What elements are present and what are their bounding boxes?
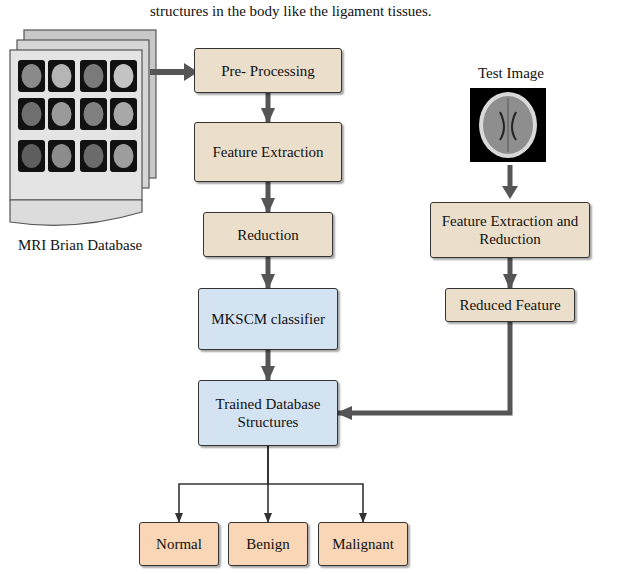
node-text: Reduction [237,226,299,244]
page-text: structures in the body like the ligament… [150,2,432,20]
classifier-box: MKSCM classifier [198,288,338,350]
flow-arrow [266,257,271,288]
flow-arrow [266,182,271,212]
process-box: Pre- Processing [194,48,342,93]
node-text: Feature Extraction [212,143,323,161]
test-image [470,88,546,162]
node-text: Malignant [332,535,394,553]
image-label: Test Image [478,64,544,82]
node-text: Benign [246,535,289,553]
test-arrow [502,165,518,199]
class-box: Benign [228,522,308,566]
node-text: Trained Database Structures [207,395,329,431]
flow-arrow [268,446,363,522]
node-text: Pre- Processing [221,62,315,80]
class-box: Malignant [318,522,408,566]
flow-arrow [266,93,271,122]
node-text: Reduced Feature [459,296,560,314]
flow-arrow [508,258,513,288]
process-box: Reduced Feature [445,288,575,322]
class-box: Normal [139,522,219,566]
process-box: Reduction [203,212,333,257]
database-box: Trained Database Structures [198,380,338,446]
database-label: MRI Brian Database [18,236,142,254]
mri-stack [10,30,156,225]
node-text: Normal [156,535,202,553]
node-text: Feature Extraction and Reduction [439,212,581,248]
input-arrow [150,63,198,81]
process-box: Feature Extraction [194,122,342,182]
flow-arrow [266,350,271,380]
node-text: MKSCM classifier [211,310,325,328]
process-box: Feature Extraction and Reduction [430,202,590,258]
flow-arrow [338,322,510,413]
flow-arrow [179,446,268,522]
